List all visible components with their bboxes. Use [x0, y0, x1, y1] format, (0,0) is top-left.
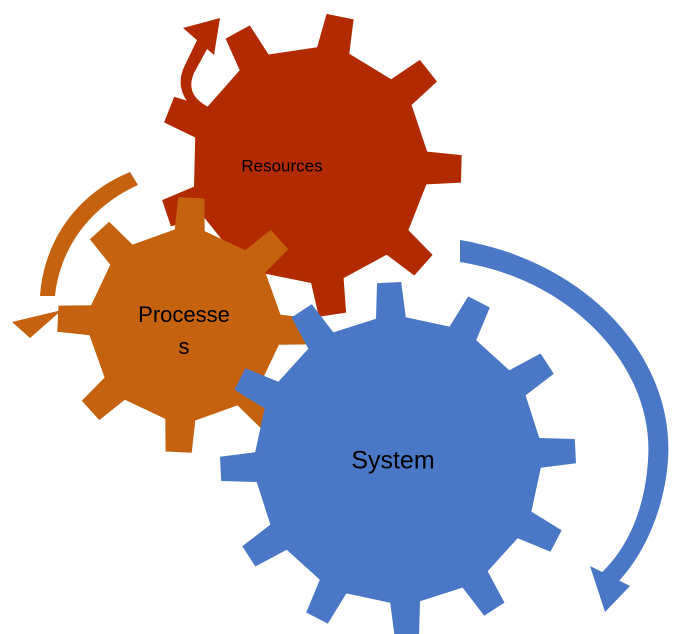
resources-gear [162, 13, 462, 317]
processes-arrow-body [40, 172, 138, 296]
system-cycle-arrow [460, 240, 669, 612]
resources-arrow-head [183, 18, 220, 55]
resources-label: Resources [241, 156, 322, 175]
processes-label-line-1: Processe [138, 302, 230, 327]
processes-label-line-2: s [179, 334, 190, 359]
system-gear [220, 282, 576, 634]
system-label: System [351, 447, 434, 475]
processes-arrow-head [12, 310, 62, 338]
system-arrow-head [590, 566, 630, 612]
processes-cycle-arrow [12, 172, 138, 338]
system-arrow-body [460, 240, 669, 588]
